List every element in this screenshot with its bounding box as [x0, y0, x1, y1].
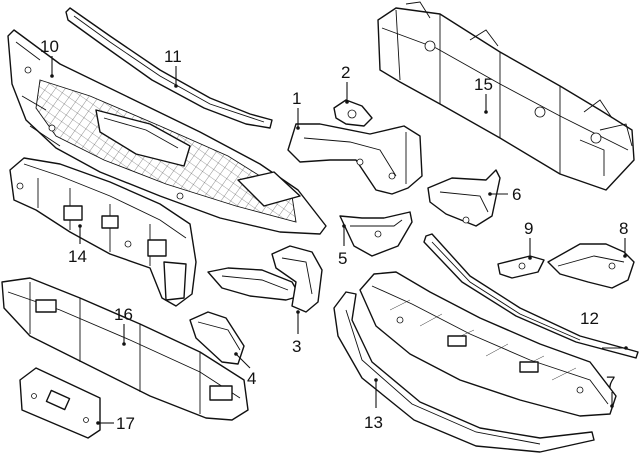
callout-8: 8 — [619, 219, 628, 238]
part-6-side-bracket — [427, 169, 501, 227]
callout-2: 2 — [341, 63, 350, 82]
part-15-reinforcement — [377, 1, 635, 191]
part-12-trim-strip — [423, 233, 639, 359]
part-4-cover-panel — [189, 311, 245, 365]
callout-15: 15 — [474, 75, 493, 94]
part-11-grille-molding — [65, 7, 273, 129]
callout-3: 3 — [292, 337, 301, 356]
callout-1: 1 — [292, 89, 301, 108]
callout-7: 7 — [606, 373, 615, 392]
callout-10: 10 — [40, 37, 59, 56]
part-5-bracket — [339, 211, 413, 257]
part-7-lower-deflector — [359, 271, 617, 417]
callout-6: 6 — [512, 185, 521, 204]
callout-5: 5 — [338, 249, 347, 268]
callout-13: 13 — [364, 413, 383, 432]
part-2-bracket — [333, 99, 373, 127]
part-8-side-support — [547, 243, 635, 289]
callout-14: 14 — [68, 247, 87, 266]
part-16-impact-absorber — [1, 277, 249, 421]
part-1-air-duct — [287, 123, 423, 195]
part-13-lower-lip — [333, 291, 595, 453]
callout-17: 17 — [116, 414, 135, 433]
leader-lines — [50, 56, 628, 425]
callout-16: 16 — [114, 305, 133, 324]
part-3-fog-bezel — [207, 245, 323, 313]
callout-labels: 10 11 2 1 15 6 5 9 8 14 3 16 12 4 7 13 1… — [40, 37, 628, 433]
callout-4: 4 — [247, 369, 256, 388]
part-10-front-grille — [7, 29, 327, 235]
part-17-license-bracket — [19, 367, 101, 439]
callout-12: 12 — [580, 309, 599, 328]
part-14-bumper-carrier — [9, 157, 197, 307]
callout-11: 11 — [164, 47, 182, 66]
part-9-clip — [497, 255, 545, 279]
callout-9: 9 — [524, 219, 533, 238]
